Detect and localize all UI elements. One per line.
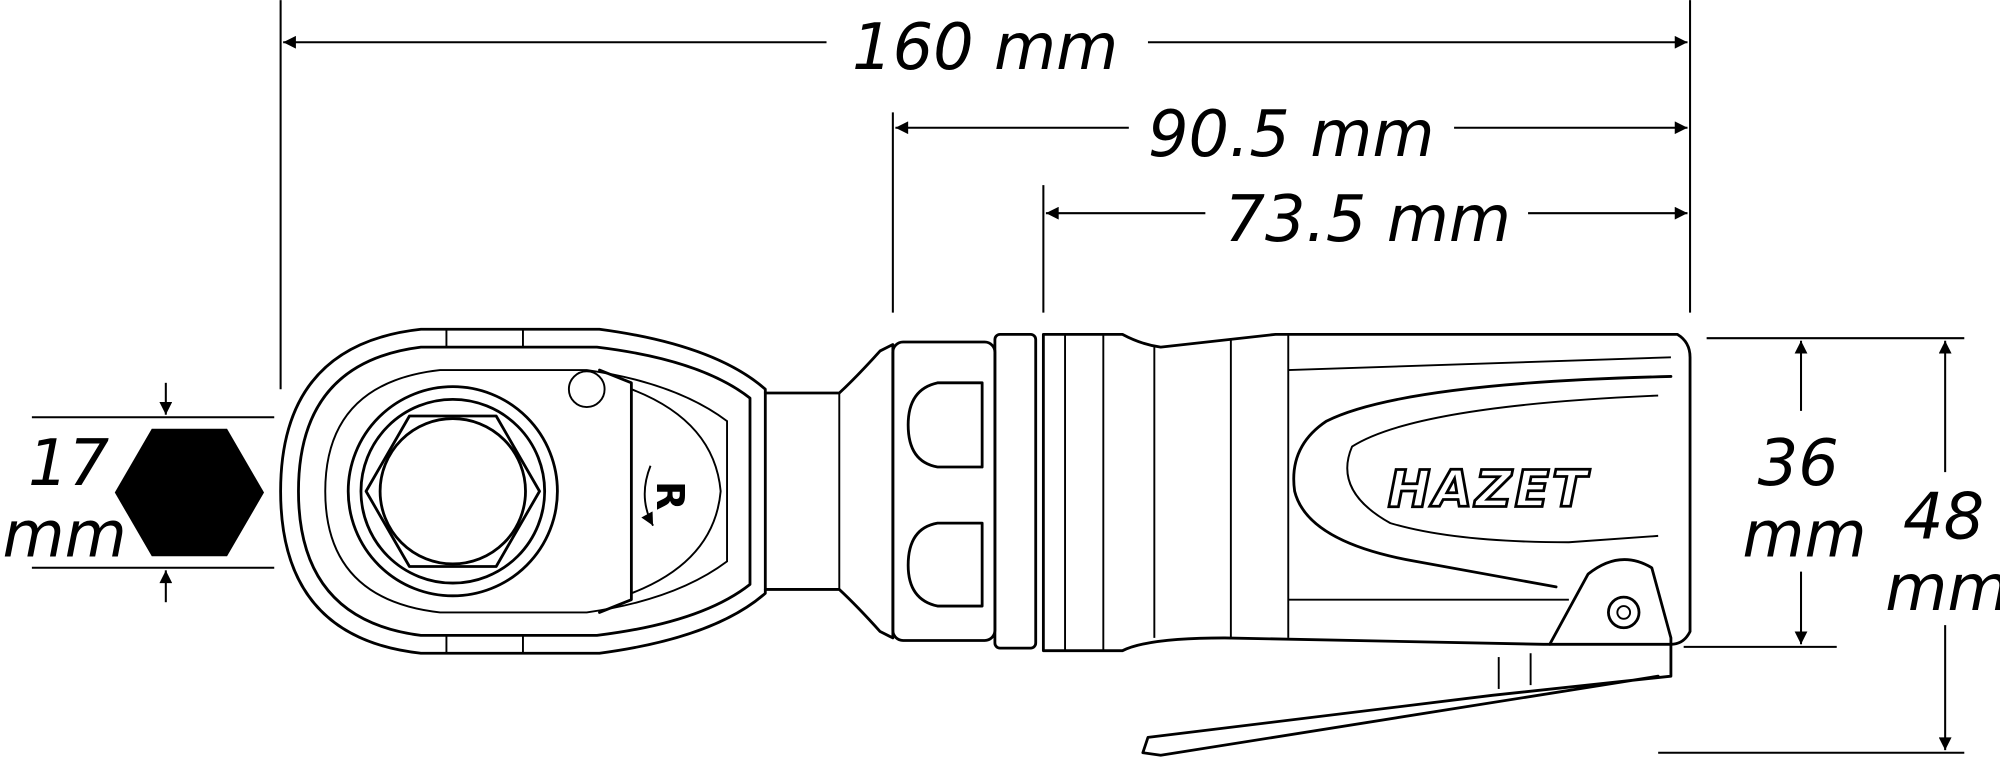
- direction-marking: R: [647, 481, 692, 510]
- body-height-value: 36: [1758, 427, 1839, 501]
- socket-size-unit: mm: [3, 498, 127, 572]
- air-motor-collar: [891, 332, 1038, 650]
- dimension-body-length: 73.5 mm: [1042, 183, 1688, 313]
- total-height-value: 48: [1903, 480, 1984, 554]
- dimension-socket-size: 17 mm: [3, 382, 275, 603]
- body-length-label: 73.5 mm: [1224, 183, 1510, 257]
- ratchet-neck: [763, 343, 895, 640]
- dimension-head-offset: 90.5 mm: [891, 98, 1688, 313]
- socket-size-value: 17: [28, 427, 109, 501]
- hex-socket-icon: [114, 428, 265, 557]
- dimension-body-height: 36 mm: [1683, 337, 1965, 648]
- dimension-total-height: 48 mm: [1658, 340, 2000, 754]
- dimension-overall-length: 160 mm: [279, 0, 1692, 390]
- head-offset-label: 90.5 mm: [1148, 98, 1434, 172]
- motor-housing: HAZET: [1041, 332, 1692, 653]
- ratchet-head: R: [279, 327, 767, 655]
- total-height-unit: mm: [1885, 552, 2000, 626]
- throttle-lever[interactable]: [1141, 558, 1673, 757]
- brand-logo: HAZET: [1388, 461, 1591, 520]
- overall-length-label: 160 mm: [852, 11, 1118, 85]
- body-height-unit: mm: [1742, 498, 1866, 572]
